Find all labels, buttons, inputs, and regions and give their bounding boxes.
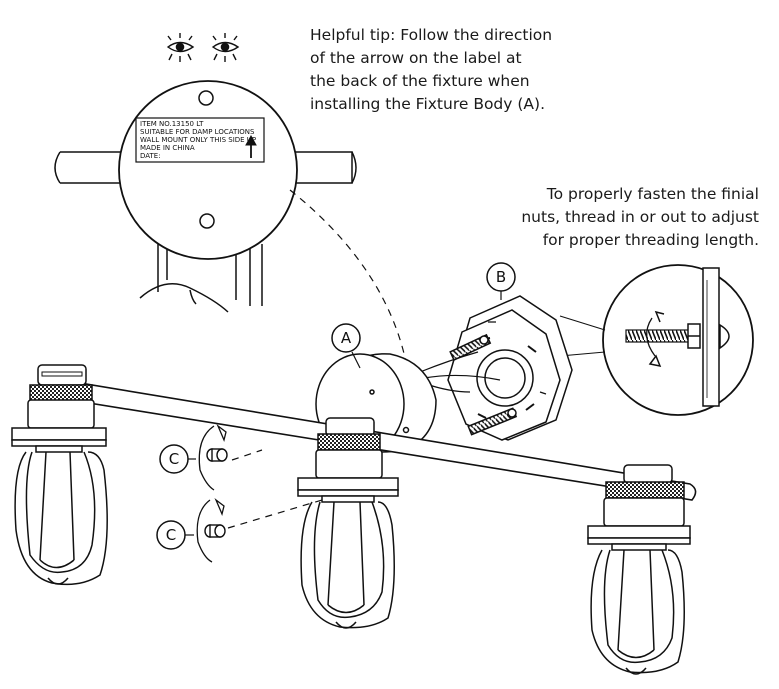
- callout-b: B: [486, 262, 516, 300]
- finial-nut: [204, 524, 226, 538]
- callout-b-label: B: [496, 268, 506, 286]
- up-arrow-icon: [245, 134, 257, 158]
- callout-c-label: C: [166, 526, 176, 544]
- tip-line: the back of the fixture when: [310, 72, 530, 90]
- label-line: DATE:: [140, 152, 161, 160]
- tip-line: To properly fasten the finial: [546, 185, 759, 203]
- leader-line: [289, 189, 409, 373]
- rotation-arrow-icon: [196, 424, 227, 563]
- cage-lamp-center: [297, 417, 399, 629]
- helpful-tip-text: Helpful tip: Follow the direction of the…: [310, 24, 570, 116]
- cage-lamp-right: [587, 464, 691, 675]
- mounting-bracket: [447, 295, 573, 441]
- callout-c: C: [156, 520, 194, 550]
- label-line: MADE IN CHINA: [140, 144, 195, 152]
- tip-line: nuts, thread in or out to adjust: [521, 208, 759, 226]
- tip-line: installing the Fixture Body (A).: [310, 95, 545, 113]
- eye-icon: [211, 33, 240, 62]
- callout-c-label: C: [169, 450, 179, 468]
- eye-icon: [166, 33, 195, 62]
- fixture-label: ITEM NO.13150 LT SUITABLE FOR DAMP LOCAT…: [140, 120, 256, 160]
- label-line: WALL MOUNT ONLY THIS SIDE UP: [140, 136, 256, 144]
- leader-line: [227, 449, 323, 529]
- label-line: SUITABLE FOR DAMP LOCATIONS: [140, 128, 255, 136]
- finial-nut: [206, 448, 228, 462]
- tip-line: Helpful tip: Follow the direction: [310, 26, 553, 44]
- callout-c: C: [159, 444, 196, 474]
- cage-lamp-left: [11, 364, 108, 586]
- fixture-back-detail: [54, 80, 357, 313]
- tip-line: for proper threading length.: [542, 231, 759, 249]
- callout-a: A: [331, 323, 361, 369]
- finial-nut-detail: [602, 264, 754, 416]
- label-line: ITEM NO.13150 LT: [140, 120, 204, 128]
- callout-a-label: A: [341, 329, 352, 347]
- leader-line: [559, 315, 606, 357]
- finial-tip-text: To properly fasten the finial nuts, thre…: [505, 183, 759, 252]
- tip-line: of the arrow on the label at: [310, 49, 522, 67]
